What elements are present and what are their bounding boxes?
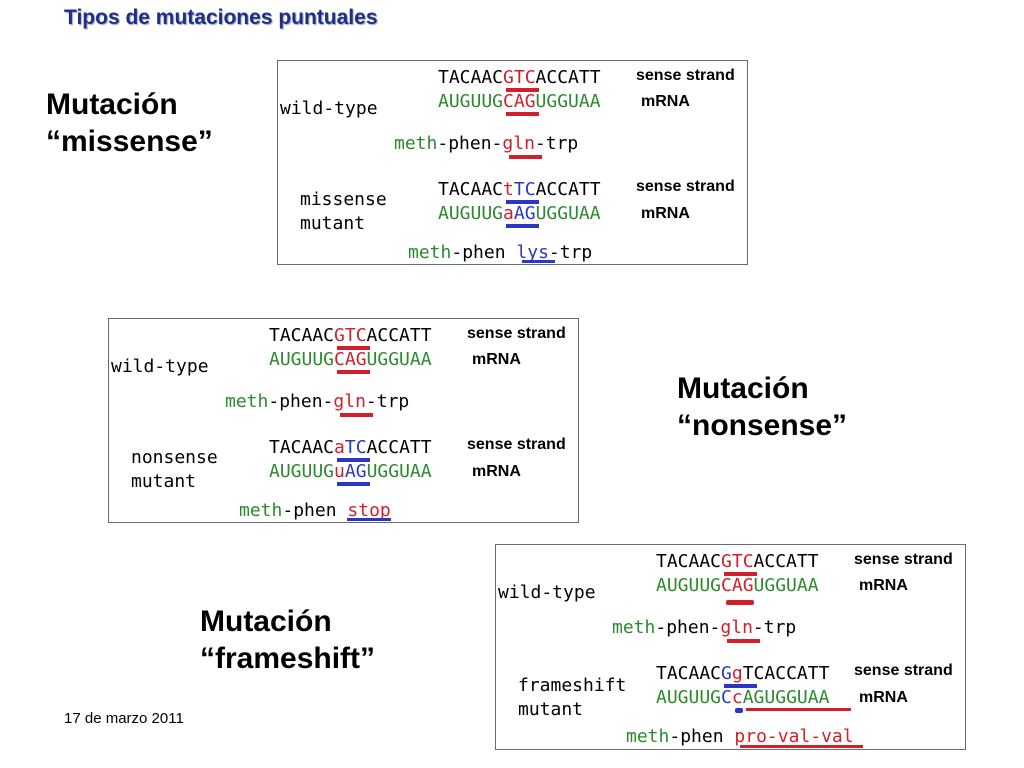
- mrna-label: mRNA: [472, 463, 521, 480]
- frameshift-diagram: wild-type TACAACGTCACCATT AUGUUGCAGUGGUA…: [498, 551, 953, 748]
- mut-sense-sequence: TACAACtTCACCATT: [438, 179, 601, 200]
- mut-mrna-sequence: AUGUUGCcAGUGGUAA: [656, 687, 830, 708]
- wild-type-label: wild-type: [498, 582, 596, 603]
- mut-mrna-codon-underline: [506, 224, 539, 228]
- mut-sense-codon-underline: [724, 684, 757, 688]
- mut-sense-codon-underline: [337, 458, 370, 462]
- mrna-label: mRNA: [472, 351, 521, 368]
- wild-type-label: wild-type: [280, 98, 378, 119]
- sense-strand-label: sense strand: [636, 178, 735, 195]
- wt-mrna-codon-underline: [337, 370, 370, 374]
- mut-mrna-sequence: AUGUUGuAGUGGUAA: [269, 461, 432, 482]
- frameshift-heading-line2: “frameshift”: [200, 642, 376, 675]
- mrna-label: mRNA: [641, 205, 690, 222]
- slide-title: Tipos de mutaciones puntuales: [64, 6, 378, 29]
- wt-protein-sequence: meth-phen-gln-trp: [394, 133, 578, 154]
- mutant-label-line2: mutant: [518, 699, 583, 720]
- nonsense-heading-line2: “nonsense”: [677, 409, 848, 442]
- missense-heading-line2: “missense”: [46, 125, 213, 158]
- mut-protein-sequence: meth-phen lys-trp: [408, 242, 592, 263]
- frameshift-heading-line1: Mutación: [200, 605, 332, 638]
- frameshift-heading: Mutación “frameshift”: [200, 603, 375, 677]
- wt-mrna-sequence: AUGUUGCAGUGGUAA: [269, 349, 432, 370]
- wt-mrna-codon-underline: [506, 112, 539, 116]
- sense-strand-label: sense strand: [467, 325, 566, 342]
- slide-date: 17 de marzo 2011: [64, 710, 184, 727]
- wt-sense-sequence: TACAACGTCACCATT: [269, 325, 432, 346]
- mrna-label: mRNA: [859, 689, 908, 706]
- mutant-label-line2: mutant: [131, 471, 196, 492]
- mutant-label-line1: missense: [300, 189, 387, 210]
- mut-mrna-insertion-mark: [735, 708, 743, 713]
- mut-sense-codon-underline: [506, 200, 539, 204]
- nonsense-diagram: wild-type TACAACGTCACCATT AUGUUGCAGUGGUA…: [111, 325, 566, 521]
- wt-sense-codon-underline: [724, 572, 757, 576]
- nonsense-diagram-panel: wild-type TACAACGTCACCATT AUGUUGCAGUGGUA…: [108, 318, 579, 523]
- mut-sense-sequence: TACAACaTCACCATT: [269, 437, 432, 458]
- wild-type-label: wild-type: [111, 356, 209, 377]
- missense-diagram-panel: wild-type TACAACGTCACCATT AUGUUGCAGUGGUA…: [277, 60, 748, 265]
- mutant-label-line2: mutant: [300, 213, 365, 234]
- nonsense-heading: Mutación “nonsense”: [677, 370, 847, 444]
- mut-protein-sequence: meth-phen pro-val-val: [626, 726, 854, 747]
- missense-heading-line1: Mutación: [46, 88, 178, 121]
- mut-sense-sequence: TACAACGgTCACCATT: [656, 663, 830, 684]
- wt-mrna-sequence: AUGUUGCAGUGGUAA: [656, 575, 819, 596]
- sense-strand-label: sense strand: [467, 436, 566, 453]
- wt-protein-underline: [727, 639, 760, 643]
- frameshift-diagram-panel: wild-type TACAACGTCACCATT AUGUUGCAGUGGUA…: [495, 544, 966, 750]
- mrna-label: mRNA: [641, 93, 690, 110]
- wt-protein-underline: [509, 155, 542, 159]
- wt-mrna-sequence: AUGUUGCAGUGGUAA: [438, 91, 601, 112]
- mut-protein-underline: [740, 745, 863, 748]
- mut-protein-sequence: meth-phen stop: [239, 500, 391, 521]
- wt-sense-codon-underline: [506, 88, 539, 92]
- wt-mrna-codon-underline: [726, 600, 754, 605]
- sense-strand-label: sense strand: [854, 551, 953, 568]
- sense-strand-label: sense strand: [854, 662, 953, 679]
- missense-diagram: wild-type TACAACGTCACCATT AUGUUGCAGUGGUA…: [280, 67, 735, 263]
- mut-protein-underline: [347, 518, 391, 521]
- wt-protein-sequence: meth-phen-gln-trp: [225, 391, 409, 412]
- sense-strand-label: sense strand: [636, 67, 735, 84]
- mut-mrna-codon-underline: [337, 482, 370, 486]
- wt-protein-underline: [340, 413, 373, 417]
- wt-sense-sequence: TACAACGTCACCATT: [656, 551, 819, 572]
- mut-mrna-sequence: AUGUUGaAGUGGUAA: [438, 203, 601, 224]
- wt-sense-sequence: TACAACGTCACCATT: [438, 67, 601, 88]
- mutant-label-line1: nonsense: [131, 447, 218, 468]
- mutant-label-line1: frameshift: [518, 675, 626, 696]
- wt-protein-sequence: meth-phen-gln-trp: [612, 617, 796, 638]
- mut-protein-underline: [522, 260, 555, 263]
- nonsense-heading-line1: Mutación: [677, 372, 809, 405]
- mrna-label: mRNA: [859, 577, 908, 594]
- missense-heading: Mutación “missense”: [46, 86, 213, 160]
- mut-mrna-shift-underline: [746, 708, 851, 711]
- wt-sense-codon-underline: [337, 346, 370, 350]
